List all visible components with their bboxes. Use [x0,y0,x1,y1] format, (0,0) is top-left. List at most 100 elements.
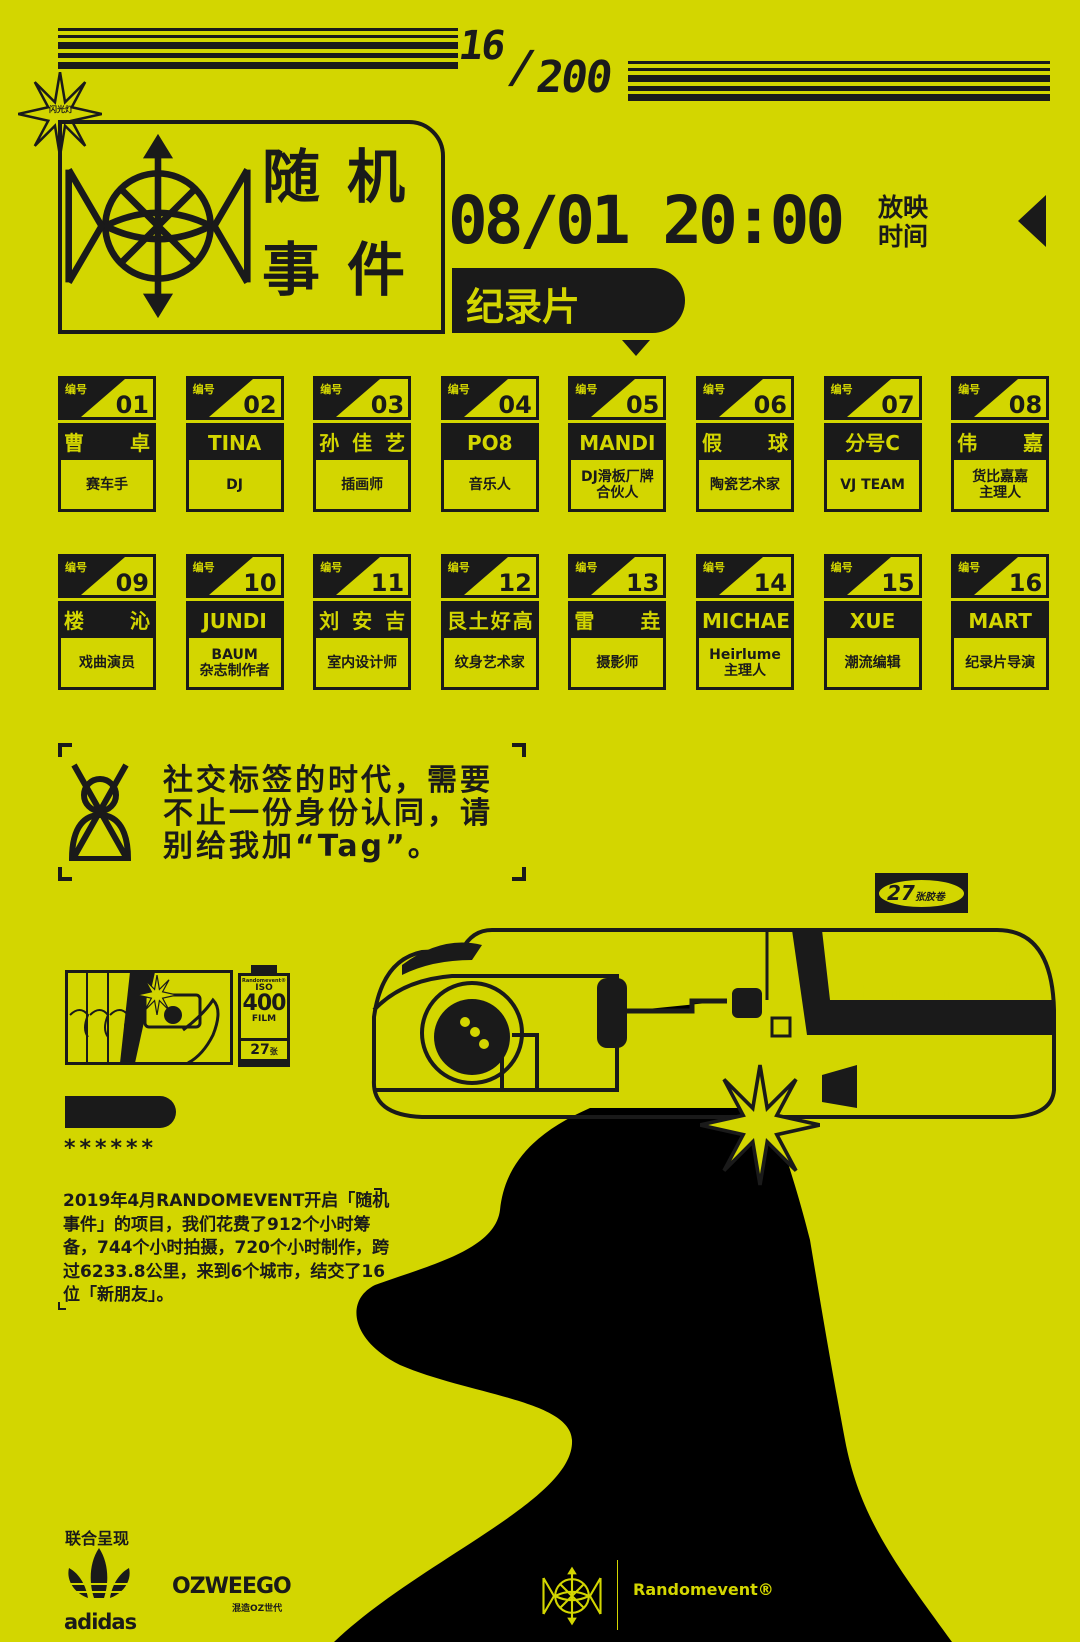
adidas-wordmark: adidas [64,1610,137,1634]
card-body: 分号C VJ TEAM [823,423,922,512]
card-body: 楼沁戏曲演员 [58,601,156,690]
card-number-label: 编号 [447,383,470,396]
guest-role: 戏曲演员 [61,638,153,687]
guest-role: 纹身艺术家 [443,638,536,687]
guest-role-text: 纪录片导演 [965,654,1036,671]
card-diagonal [81,379,153,417]
guest-name: XUE [849,609,896,633]
card-number-label: 编号 [575,561,598,574]
roll-unit: 张胶卷 [914,892,945,903]
genre-tag: 纪录片 [452,268,685,333]
card-body: 曹卓赛车手 [58,423,156,512]
card-number: 07 [881,391,915,419]
guest-role: BAUM 杂志制作者 [188,638,281,687]
card-number-label: 编号 [447,561,470,574]
guest-role: 音乐人 [443,460,536,509]
card-diagonal [336,379,409,417]
film-brand: Randomevent® [242,978,286,984]
card-number-label: 编号 [830,561,853,574]
guest-role-text: DJ [226,476,244,493]
card-diagonal [846,379,919,417]
film-roll-badge: 27张胶卷 [875,873,968,913]
guest-name: 分号C [845,431,900,455]
guest-role: 货比嘉嘉 主理人 [954,460,1047,509]
guest-role-text: DJ滑板厂牌 合伙人 [580,468,654,501]
counter-current: 16 [455,23,507,69]
guest-role-text: Heirlume 主理人 [709,646,781,679]
guest-role-text: BAUM 杂志制作者 [199,646,270,679]
guest-card: 编号14MICHAEL Heirlume 主理人 [696,554,794,690]
quote-line: 别给我加“Tag”。 [163,829,441,864]
quote-line: 社交标签的时代，需要 [163,763,493,798]
card-body: PO8 音乐人 [440,423,539,512]
card-body: JUNDI BAUM 杂志制作者 [185,601,284,690]
card-number-label: 编号 [192,561,215,574]
guest-name: PO8 [467,431,513,455]
card-number: 06 [753,391,787,419]
film-iso-label: ISO [255,983,273,993]
guest-name: MICHAEL [702,609,791,633]
film-canister: Randomevent® ISO 400 FILM 27张 [238,965,290,1067]
card-body: 假球陶瓷艺术家 [696,423,794,512]
guest-name: TINA [207,431,262,455]
guest-role: 潮流编辑 [826,638,919,687]
guest-role-text: VJ TEAM [840,476,905,493]
roll-count: 27 [887,881,915,905]
film-type: FILM [251,1014,277,1024]
guest-name: 楼沁 [64,609,150,633]
card-diagonal [719,379,791,417]
card-number-label: 编号 [575,383,598,396]
flash-badge-label: 闪光灯 [49,105,73,114]
guest-role-text: 陶瓷艺术家 [710,476,780,493]
camera-illustration [371,928,1056,1119]
card-body: 刘安吉室内设计师 [313,601,412,690]
card-diagonal [719,557,791,595]
card-number-label: 编号 [830,383,853,396]
guest-role-text: 货比嘉嘉 主理人 [972,468,1029,501]
film-speed: 400 [242,991,287,1016]
card-number-label: 编号 [320,561,343,574]
guest-role: 室内设计师 [316,638,409,687]
guest-name: JUNDI [202,609,267,633]
guest-card: 编号 07 分号C VJ TEAM [823,376,922,512]
card-diagonal [974,379,1047,417]
project-description: 2019年4月RANDOMEVENT开启「随机事件」的项目，我们花费了912个小… [63,1191,390,1305]
card-diagonal [591,557,664,595]
card-number: 13 [625,569,660,597]
guest-role: DJ [188,460,281,509]
card-body: 艮土好高纹身艺术家 [440,601,539,690]
decorative-pill [65,1096,176,1128]
randomevent-wordmark: Randomevent® [633,1580,774,1599]
card-number: 09 [115,569,149,597]
quote-text: 社交标签的时代，需要 不止一份身份认同，请 别给我加“Tag”。 [163,764,493,863]
camera-brand-label: Randomevent® [858,978,1034,1002]
down-triangle-icon [622,340,650,356]
starburst-icon [700,1060,820,1190]
guest-name: 艮土好高 [446,609,533,633]
card-number: 01 [115,391,149,419]
guest-name: 假球 [702,431,788,455]
paragraph-bracket [58,1188,382,1310]
guest-role: 摄影师 [571,638,664,687]
guest-name: 刘安吉 [319,609,406,633]
globe-logo-icon [64,132,252,320]
title-logo-box: 随 机 事 件 [58,120,445,334]
guest-name: 孙佳艺 [319,431,406,455]
title-char: 件 [347,236,406,304]
guest-role: 陶瓷艺术家 [699,460,791,509]
film-count: 27 [250,1042,270,1058]
guest-role: VJ TEAM [826,460,919,509]
